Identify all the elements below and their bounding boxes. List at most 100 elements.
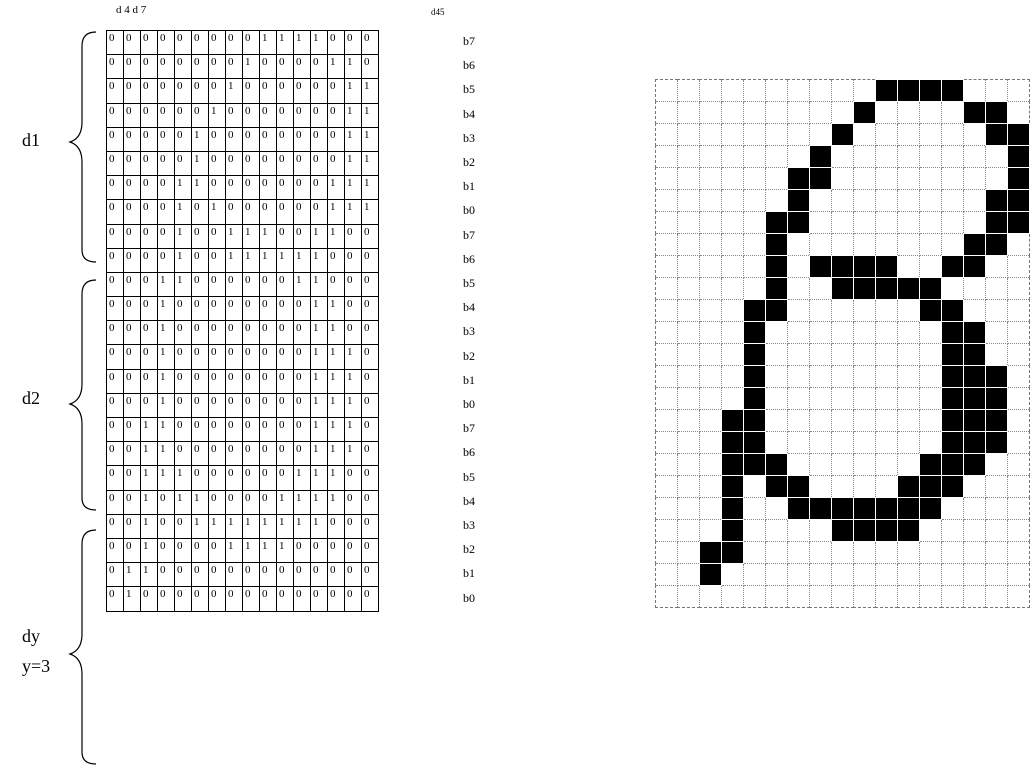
pixel-off	[678, 322, 700, 344]
pixel-off	[942, 564, 964, 586]
table-cell: 0	[192, 272, 209, 296]
table-cell: 1	[226, 538, 243, 562]
pixel-off	[788, 586, 810, 608]
pixel-off	[898, 234, 920, 256]
table-cell: 1	[141, 563, 158, 587]
table-cell: 1	[192, 514, 209, 538]
table-cell: 0	[209, 248, 226, 272]
row-label: b4	[463, 107, 475, 122]
pixel-off	[700, 80, 722, 102]
pixel-off	[854, 366, 876, 388]
pixel-off	[656, 498, 678, 520]
table-cell: 0	[158, 514, 175, 538]
pixel-off	[810, 476, 832, 498]
table-cell: 1	[175, 176, 192, 200]
table-cell: 0	[243, 587, 260, 611]
pixel-off	[1008, 454, 1030, 476]
table-cell: 0	[124, 418, 141, 442]
pixel-off	[788, 454, 810, 476]
pixel-on	[744, 454, 766, 476]
table-cell: 1	[294, 466, 311, 490]
table-cell: 0	[226, 369, 243, 393]
table-cell: 1	[124, 563, 141, 587]
table-cell: 0	[294, 418, 311, 442]
table-cell: 0	[226, 127, 243, 151]
table-cell: 1	[328, 490, 345, 514]
pixel-off	[1008, 388, 1030, 410]
table-cell: 0	[175, 297, 192, 321]
pixel-off	[722, 256, 744, 278]
pixel-off	[744, 190, 766, 212]
table-cell: 1	[141, 442, 158, 466]
pixel-on	[700, 564, 722, 586]
pixel-off	[810, 586, 832, 608]
pixel-off	[876, 300, 898, 322]
pixel-off	[1008, 234, 1030, 256]
table-cell: 1	[345, 79, 362, 103]
pixel-row	[656, 146, 1030, 168]
pixel-off	[1008, 344, 1030, 366]
table-cell: 0	[311, 151, 328, 175]
pixel-on	[744, 366, 766, 388]
pixel-off	[876, 366, 898, 388]
table-cell: 0	[294, 103, 311, 127]
table-cell: 0	[209, 176, 226, 200]
table-cell: 1	[311, 514, 328, 538]
pixel-on	[898, 498, 920, 520]
table-cell: 0	[175, 79, 192, 103]
table-cell: 0	[362, 248, 379, 272]
pixel-off	[722, 322, 744, 344]
table-cell: 0	[294, 563, 311, 587]
pixel-off	[1008, 300, 1030, 322]
table-cell: 1	[243, 55, 260, 79]
pixel-off	[656, 564, 678, 586]
pixel-off	[876, 234, 898, 256]
table-cell: 0	[107, 466, 124, 490]
table-cell: 0	[243, 466, 260, 490]
pixel-off	[832, 190, 854, 212]
pixel-on	[722, 542, 744, 564]
pixel-off	[810, 278, 832, 300]
table-cell: 1	[243, 248, 260, 272]
pixel-off	[832, 344, 854, 366]
pixel-off	[1008, 432, 1030, 454]
table-cell: 0	[124, 442, 141, 466]
pixel-off	[986, 344, 1008, 366]
pixel-on	[1008, 146, 1030, 168]
pixel-off	[722, 586, 744, 608]
table-cell: 0	[294, 538, 311, 562]
table-cell: 0	[243, 393, 260, 417]
pixel-off	[832, 476, 854, 498]
pixel-on	[722, 410, 744, 432]
table-cell: 0	[362, 31, 379, 55]
row-label: b5	[463, 82, 475, 97]
table-cell: 0	[141, 176, 158, 200]
pixel-off	[700, 300, 722, 322]
pixel-off	[766, 146, 788, 168]
table-cell: 0	[209, 345, 226, 369]
table-cell: 0	[260, 151, 277, 175]
table-cell: 1	[158, 466, 175, 490]
table-cell: 0	[362, 297, 379, 321]
table-cell: 0	[209, 79, 226, 103]
pixel-off	[744, 542, 766, 564]
table-cell: 0	[124, 200, 141, 224]
pixel-on	[942, 344, 964, 366]
table-cell: 0	[124, 466, 141, 490]
table-cell: 0	[175, 31, 192, 55]
brace-d1	[70, 32, 96, 262]
pixel-off	[898, 586, 920, 608]
row-label: b5	[463, 470, 475, 485]
table-cell: 0	[107, 393, 124, 417]
table-cell: 1	[260, 224, 277, 248]
table-cell: 0	[107, 514, 124, 538]
table-cell: 1	[192, 490, 209, 514]
pixel-off	[986, 146, 1008, 168]
pixel-off	[656, 366, 678, 388]
table-cell: 1	[277, 248, 294, 272]
table-cell: 0	[294, 393, 311, 417]
pixel-off	[832, 80, 854, 102]
table-cell: 0	[141, 297, 158, 321]
table-cell: 0	[158, 248, 175, 272]
table-cell: 1	[345, 345, 362, 369]
